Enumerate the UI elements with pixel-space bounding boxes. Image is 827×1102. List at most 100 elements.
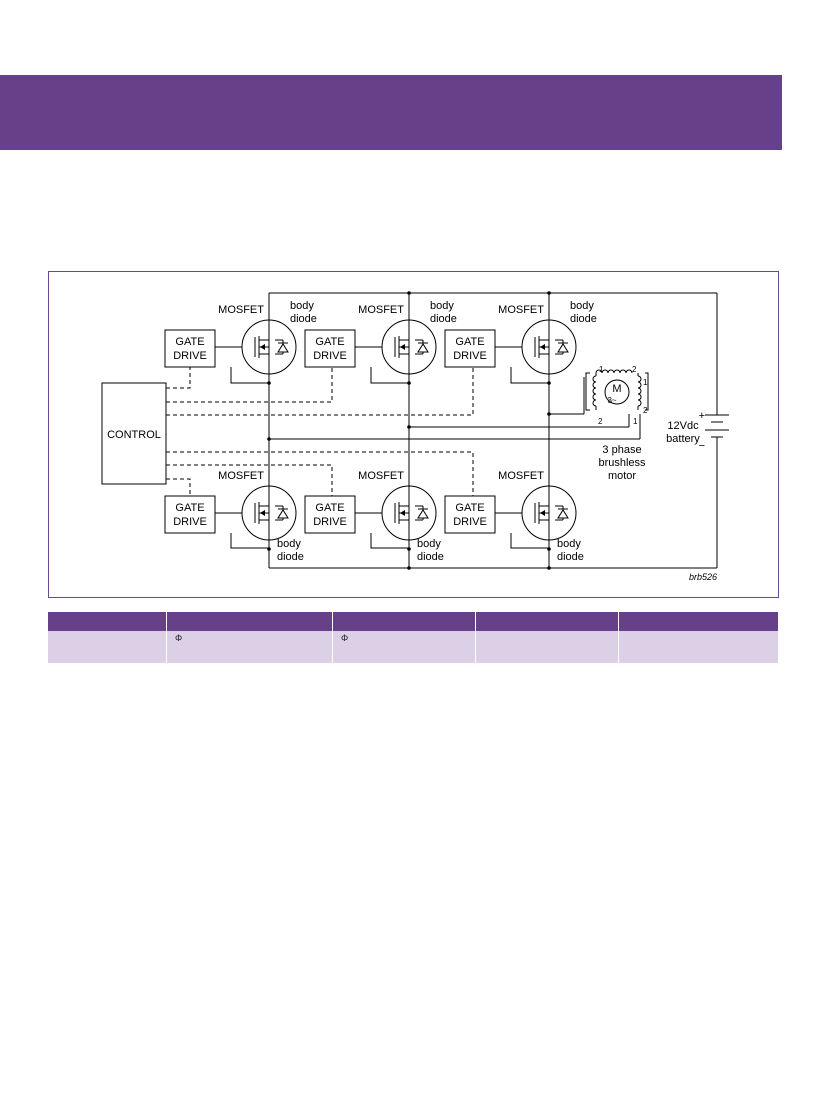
mosfet-label: MOSFET	[358, 470, 404, 482]
junction-dot	[407, 291, 411, 295]
gate-drive-box	[444, 495, 496, 534]
gate-drive: GATE DRIVE	[444, 495, 549, 549]
table-header-cell	[166, 612, 333, 631]
terminal-label: 2	[632, 365, 637, 374]
junction-dot	[267, 437, 271, 441]
junction-dot	[547, 412, 551, 416]
terminal-label: 1	[599, 365, 604, 374]
gate-drive-label: DRIVE	[173, 516, 207, 528]
body-diode-label: diode	[570, 313, 597, 325]
gate-drive: GATE DRIVE	[444, 329, 549, 384]
table-cell	[48, 631, 167, 663]
header-banner	[0, 75, 782, 150]
control-block	[101, 382, 167, 485]
mosfet-label: MOSFET	[218, 304, 264, 316]
table-row: Φ Φ	[48, 631, 779, 663]
terminal-label: 1	[643, 378, 648, 387]
gate-drive-label: GATE	[315, 336, 344, 348]
body-diode-symbol	[277, 509, 289, 519]
body-diode-symbol	[557, 509, 569, 519]
body-diode-label: diode	[277, 551, 304, 563]
body-diode-label: diode	[430, 313, 457, 325]
body-diode-label: diode	[290, 313, 317, 325]
body-diode-symbol	[277, 343, 289, 353]
junction-dot	[547, 566, 551, 570]
body-diode-symbol	[557, 343, 569, 353]
gate-drive-label: GATE	[455, 336, 484, 348]
body-diode-label: body	[417, 538, 441, 550]
circuit-schematic: CONTROL GATE DRIVE GATE DRIVE GATE DRIVE GATE D…	[101, 291, 729, 582]
table-header-cell	[475, 612, 619, 631]
battery-plus-sign: +	[699, 410, 705, 422]
junction-dot	[547, 381, 551, 385]
gate-drive-label: DRIVE	[173, 350, 207, 362]
gate-drive-box	[164, 495, 216, 534]
control-signal-line	[166, 367, 333, 403]
terminal-label: 2	[643, 406, 648, 415]
figure-reference: brb526	[689, 572, 717, 582]
table-cell: Φ	[332, 631, 476, 663]
gate-drive-label: DRIVE	[453, 350, 487, 362]
brushless-motor-drive-diagram: CONTROL GATE DRIVE GATE DRIVE GATE DRIVE GATE D…	[48, 271, 779, 598]
mosfet-label: MOSFET	[498, 304, 544, 316]
gate-drive: GATE DRIVE	[304, 495, 409, 549]
control-signal-line	[166, 464, 333, 501]
gate-drive-label: GATE	[175, 502, 204, 514]
gate-drive-box	[444, 329, 496, 368]
junction-dot	[547, 291, 551, 295]
motor-label-line1: 3 phase	[602, 444, 641, 456]
table-cell: Φ	[166, 631, 333, 663]
body-diode-label: body	[290, 300, 314, 312]
motor-winding	[592, 375, 597, 407]
motor-label-line2: brushless	[598, 457, 646, 469]
gate-drive-label: DRIVE	[313, 350, 347, 362]
motor: M 3~ 1 2 1 2 2 1	[585, 365, 649, 426]
body-diode-label: body	[277, 538, 301, 550]
gate-drive-label: DRIVE	[453, 516, 487, 528]
gate-drive-box	[304, 495, 356, 534]
mosfet-label: MOSFET	[218, 470, 264, 482]
table-header-cell	[48, 612, 167, 631]
motor-phase-symbol: 3~	[607, 396, 616, 405]
gate-drive-label: GATE	[455, 502, 484, 514]
data-table: Φ Φ	[48, 612, 779, 663]
body-diode-label: diode	[557, 551, 584, 563]
body-diode-symbol	[417, 509, 429, 519]
terminal-label: 1	[633, 417, 638, 426]
motor-winding	[595, 369, 633, 374]
gate-drive-label: GATE	[315, 502, 344, 514]
gate-drive-label: DRIVE	[313, 516, 347, 528]
gate-drive: GATE DRIVE	[164, 495, 269, 549]
table-header-cell	[618, 612, 779, 631]
body-diode-label: diode	[417, 551, 444, 563]
motor-label-line3: motor	[608, 470, 636, 482]
gate-drive-box	[304, 329, 356, 368]
motor-symbol	[604, 379, 630, 405]
table-cell	[618, 631, 779, 663]
body-diode-label: body	[430, 300, 454, 312]
gate-drive: GATE DRIVE	[304, 329, 409, 384]
motor-symbol-label: M	[612, 383, 621, 395]
table-header-cell	[332, 612, 476, 631]
terminal-label: 2	[598, 417, 603, 426]
body-diode-symbol	[417, 343, 429, 353]
gate-drive-box	[164, 329, 216, 368]
battery: + −	[699, 410, 729, 452]
control-signal-line	[166, 478, 191, 501]
control-signal-line	[166, 367, 191, 389]
battery-voltage-label: 12Vdc	[667, 420, 699, 432]
battery-minus-sign: −	[699, 440, 705, 452]
control-label: CONTROL	[107, 429, 161, 441]
table-cell	[475, 631, 619, 663]
mosfet-label: MOSFET	[358, 304, 404, 316]
body-diode-label: body	[570, 300, 594, 312]
control-signal-line	[166, 451, 474, 501]
body-diode-label: body	[557, 538, 581, 550]
junction-dot	[407, 566, 411, 570]
